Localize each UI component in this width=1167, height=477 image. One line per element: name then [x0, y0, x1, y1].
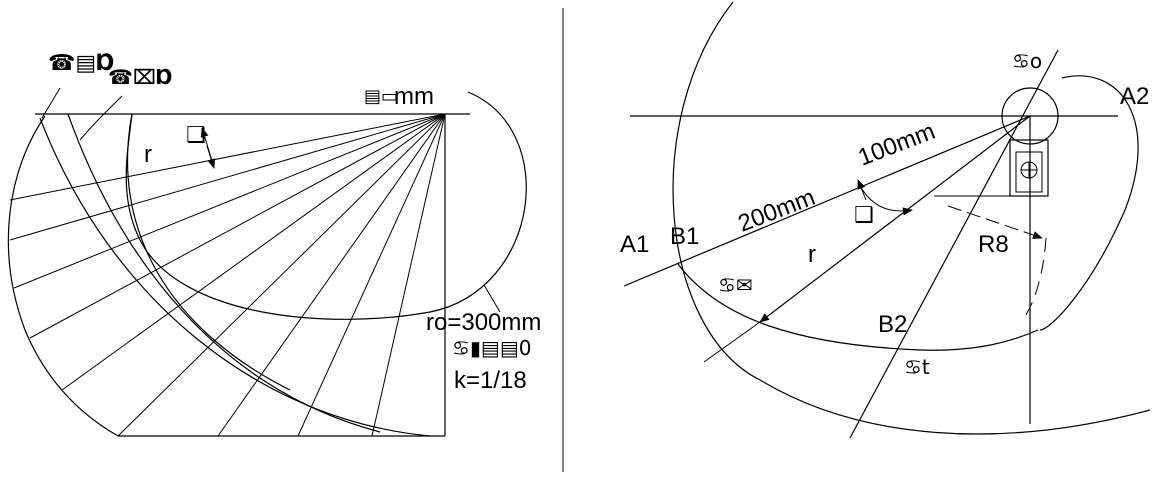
right-200mm-label: 200mm [734, 184, 818, 238]
right-r8-label: R8 [978, 231, 1009, 258]
right-r-label: r [808, 241, 816, 268]
right-r-line [759, 115, 1031, 323]
left-r-label: r [144, 141, 152, 168]
right-b1-label: B1 [670, 223, 699, 250]
right-inner-arc [677, 263, 1039, 351]
left-glyph-top-2: ☎⌧Ɒ [108, 65, 173, 89]
left-glyph-top-1: ☎▤Ɒ [48, 51, 115, 76]
right-large-circle [672, 1, 1151, 435]
right-a1-label: A1 [620, 231, 649, 258]
left-arc-small [79, 95, 123, 141]
left-diagram: ☎▤Ɒ ☎⌧Ɒ ▤▭ mm ❑ r ro=300mm ♋▮▤▤0 k=1/18 [7, 51, 541, 437]
right-center-circle [1001, 87, 1059, 145]
right-glyph-top: ♋o [1012, 49, 1042, 73]
right-b-line [849, 49, 1059, 439]
right-dashed-arc [1023, 237, 1047, 319]
right-glyph-bottom: ♋t [904, 355, 930, 379]
left-unit-glyph: ▤▭ [364, 86, 398, 107]
right-a2-label: A2 [1120, 83, 1149, 110]
right-diagram: ♋o A2 100mm 200mm ❑ A1 B1 r R8 ♋✉ B2 ♋t [620, 1, 1151, 439]
right-angle-glyph: ❑ [854, 203, 874, 228]
right-loop [1039, 75, 1139, 331]
right-a-line [623, 115, 1031, 287]
right-glyph-mid: ♋✉ [718, 273, 753, 297]
left-arc-second [67, 113, 381, 433]
left-k-label: k=1/18 [454, 367, 527, 394]
left-angle-glyph: ❑ [186, 123, 206, 148]
left-unit-label: mm [394, 83, 434, 110]
left-loop-curve [125, 91, 527, 320]
left-arc-third [126, 113, 291, 391]
right-box [1009, 139, 1049, 197]
left-r0-leader [483, 284, 501, 313]
right-b2-label: B2 [878, 311, 907, 338]
left-leader-1 [41, 87, 61, 119]
left-arc-large [39, 117, 431, 437]
right-r-line-ext [703, 321, 761, 363]
right-100mm-label: 100mm [854, 118, 938, 172]
right-dashed-line [947, 205, 1043, 239]
left-radial-lines [9, 113, 446, 437]
left-glyph-bottom: ♋▮▤▤0 [452, 336, 531, 360]
left-outer-curve [7, 115, 119, 437]
left-r0-label: ro=300mm [426, 309, 541, 336]
